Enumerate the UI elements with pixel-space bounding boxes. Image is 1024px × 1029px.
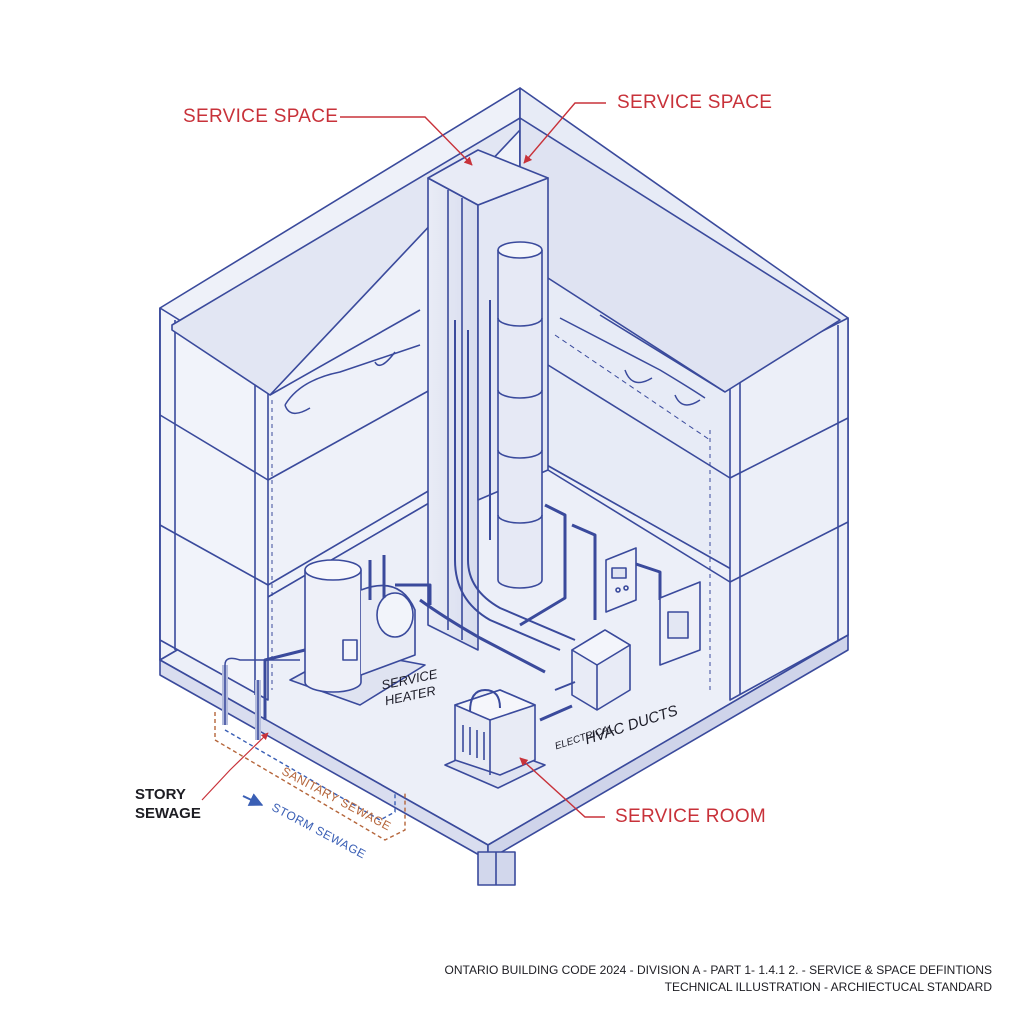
hvac-unit [571, 629, 631, 711]
electrical-panel-2 [659, 581, 701, 666]
sanitary-sewage-line [214, 712, 406, 841]
label-service-space-right: SERVICE SPACE [617, 92, 773, 113]
service-room-unit [444, 689, 546, 789]
vertical-duct [497, 241, 543, 589]
storm-flow-arrow [242, 793, 264, 806]
electrical-panel-1 [605, 547, 637, 613]
footer-line-2: TECHNICAL ILLUSTRATION - ARCHIECTUCAL ST… [664, 980, 992, 994]
leader-story-sewage [201, 732, 269, 801]
label-service-room: SERVICE ROOM [615, 806, 767, 827]
label-service-space-left: SERVICE SPACE [183, 106, 339, 127]
leader-service-room [519, 757, 605, 818]
footer-line-1: ONTARIO BUILDING CODE 2024 - DIVISION A … [444, 963, 992, 977]
leader-service-space-left [340, 116, 473, 166]
service-shaft-front [427, 177, 479, 651]
label-story-sewage: STORY SEWAGE [135, 786, 201, 822]
service-heater-unit [263, 555, 432, 720]
leader-service-space-right [523, 102, 606, 164]
service-shaft-top [427, 149, 549, 206]
storm-sewage-line [224, 729, 396, 821]
